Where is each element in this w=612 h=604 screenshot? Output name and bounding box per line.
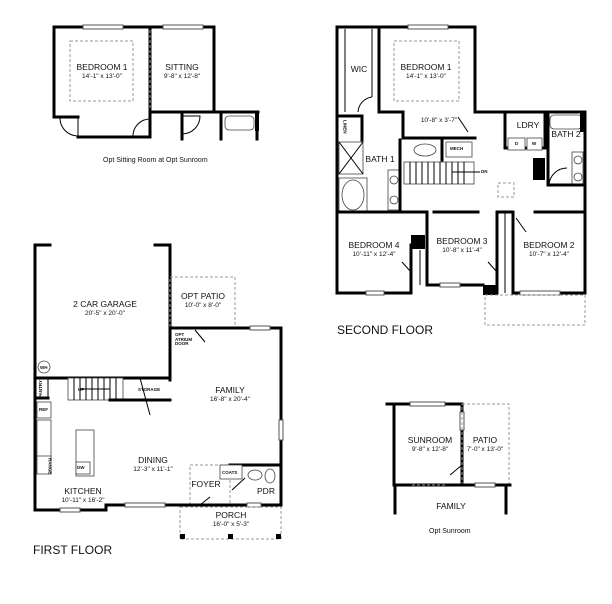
foyer-label: FOYER — [191, 479, 221, 489]
bedroom3-label: BEDROOM 3 10'-8" x 11'-4" — [436, 236, 488, 254]
room-dims: 9'-8" x 12'-8" — [163, 72, 201, 80]
kitchen-label: KITCHEN 10'-11" x 16'-2" — [61, 486, 105, 504]
atrium-door-label: OPT ATRIUM DOOR — [175, 332, 193, 346]
bath2-label: BATH 2 — [551, 129, 581, 139]
stair-dn-label: DN — [481, 169, 488, 174]
bedroom4-label: BEDROOM 4 10'-11" x 12'-4" — [348, 240, 400, 258]
bedroom2-label: BEDROOM 2 10'-7" x 12'-4" — [523, 240, 575, 258]
washer-label: W — [532, 141, 537, 146]
bath1-label: BATH 1 — [365, 154, 395, 164]
porch-label: PORCH 16'-0" x 5'-3" — [212, 510, 250, 528]
hall-dims-label: 10'-8" x 3'-7" — [420, 117, 458, 124]
room-dims: 14'-1" x 13'-0" — [82, 72, 122, 80]
opt-sitting-plan — [52, 24, 260, 141]
room-name: BEDROOM 1 — [76, 62, 128, 72]
pantry-label: PANTRY — [38, 380, 43, 398]
wh-label: WH — [40, 365, 48, 370]
pdr-label: PDR — [257, 486, 275, 496]
dryer-label: D — [515, 141, 519, 146]
linen-label: LINEN — [342, 120, 348, 134]
ldry-label: LDRY — [516, 120, 540, 130]
coats-label: COATS — [222, 470, 238, 475]
sunroom-family-label: FAMILY — [436, 501, 466, 511]
second-floor-plan — [335, 24, 587, 326]
sunroom-label: SUNROOM 9'-8" x 12'-8" — [407, 435, 453, 453]
opt-sitting-caption: Opt Sitting Room at Opt Sunroom — [103, 157, 208, 164]
garage-label: 2 CAR GARAGE 20'-5" x 20'-0" — [73, 299, 137, 317]
opt-sunroom-caption: Opt Sunroom — [429, 528, 471, 535]
opt-sunroom-plan — [385, 401, 512, 515]
ref-label: REF — [39, 407, 48, 412]
first-floor-title: FIRST FLOOR — [33, 543, 113, 557]
patio-label: PATIO 7'-0" x 13'-0" — [466, 435, 504, 453]
opt-patio-label: OPT PATIO 10'-0" x 8'-0" — [181, 291, 225, 309]
dw-label: DW — [77, 465, 85, 470]
storage-label: STORAGE — [138, 387, 161, 392]
second-floor-title: SECOND FLOOR — [337, 323, 434, 337]
first-floor-plan — [33, 243, 284, 540]
second-bedroom1-label: BEDROOM 1 14'-1" x 13'-0" — [400, 62, 452, 80]
room-name: SITTING — [165, 62, 199, 72]
family-label: FAMILY 16'-8" x 20'-4" — [210, 385, 250, 403]
stair-up-label: UP — [78, 387, 85, 392]
range-label: RANGE — [47, 458, 53, 475]
opt-bedroom1-label: BEDROOM 1 14'-1" x 13'-0" — [70, 62, 134, 80]
mech-label: MECH — [450, 146, 464, 151]
wic-label: WIC — [350, 64, 368, 74]
dining-label: DINING 12'-3" x 11'-1" — [133, 455, 173, 473]
opt-sitting-label: SITTING 9'-8" x 12'-8" — [152, 62, 212, 80]
